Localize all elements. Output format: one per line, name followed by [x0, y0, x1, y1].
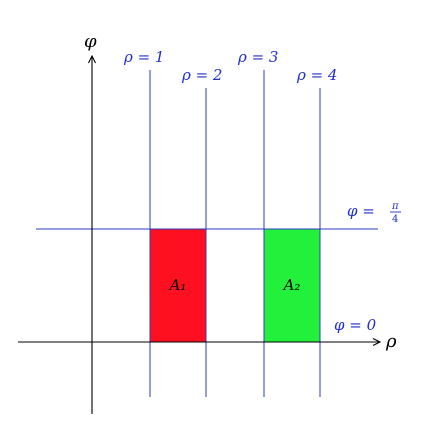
phi-label-pi-over-4: φ = π 4: [347, 201, 401, 225]
phi-label-pi-over-4-numerator: π: [391, 201, 399, 212]
region-a2-label: A₂: [282, 276, 301, 294]
horizontal-axis-label: ρ: [385, 331, 397, 352]
phi-label-pi-over-4-lhs: φ =: [347, 202, 375, 220]
vertical-axis-label: φ: [84, 31, 97, 52]
rho-label-2: ρ = 2: [181, 66, 222, 84]
rho-label-3: ρ = 3: [237, 48, 278, 66]
region-a1-label: A₁: [168, 276, 187, 294]
region-a1: [149, 228, 207, 343]
phi-label-zero: φ = 0: [334, 316, 377, 334]
region-a2: [263, 228, 321, 343]
rho-label-1: ρ = 1: [123, 48, 164, 66]
phi-label-pi-over-4-denominator: 4: [392, 214, 398, 225]
rho-label-4: ρ = 4: [296, 66, 337, 84]
